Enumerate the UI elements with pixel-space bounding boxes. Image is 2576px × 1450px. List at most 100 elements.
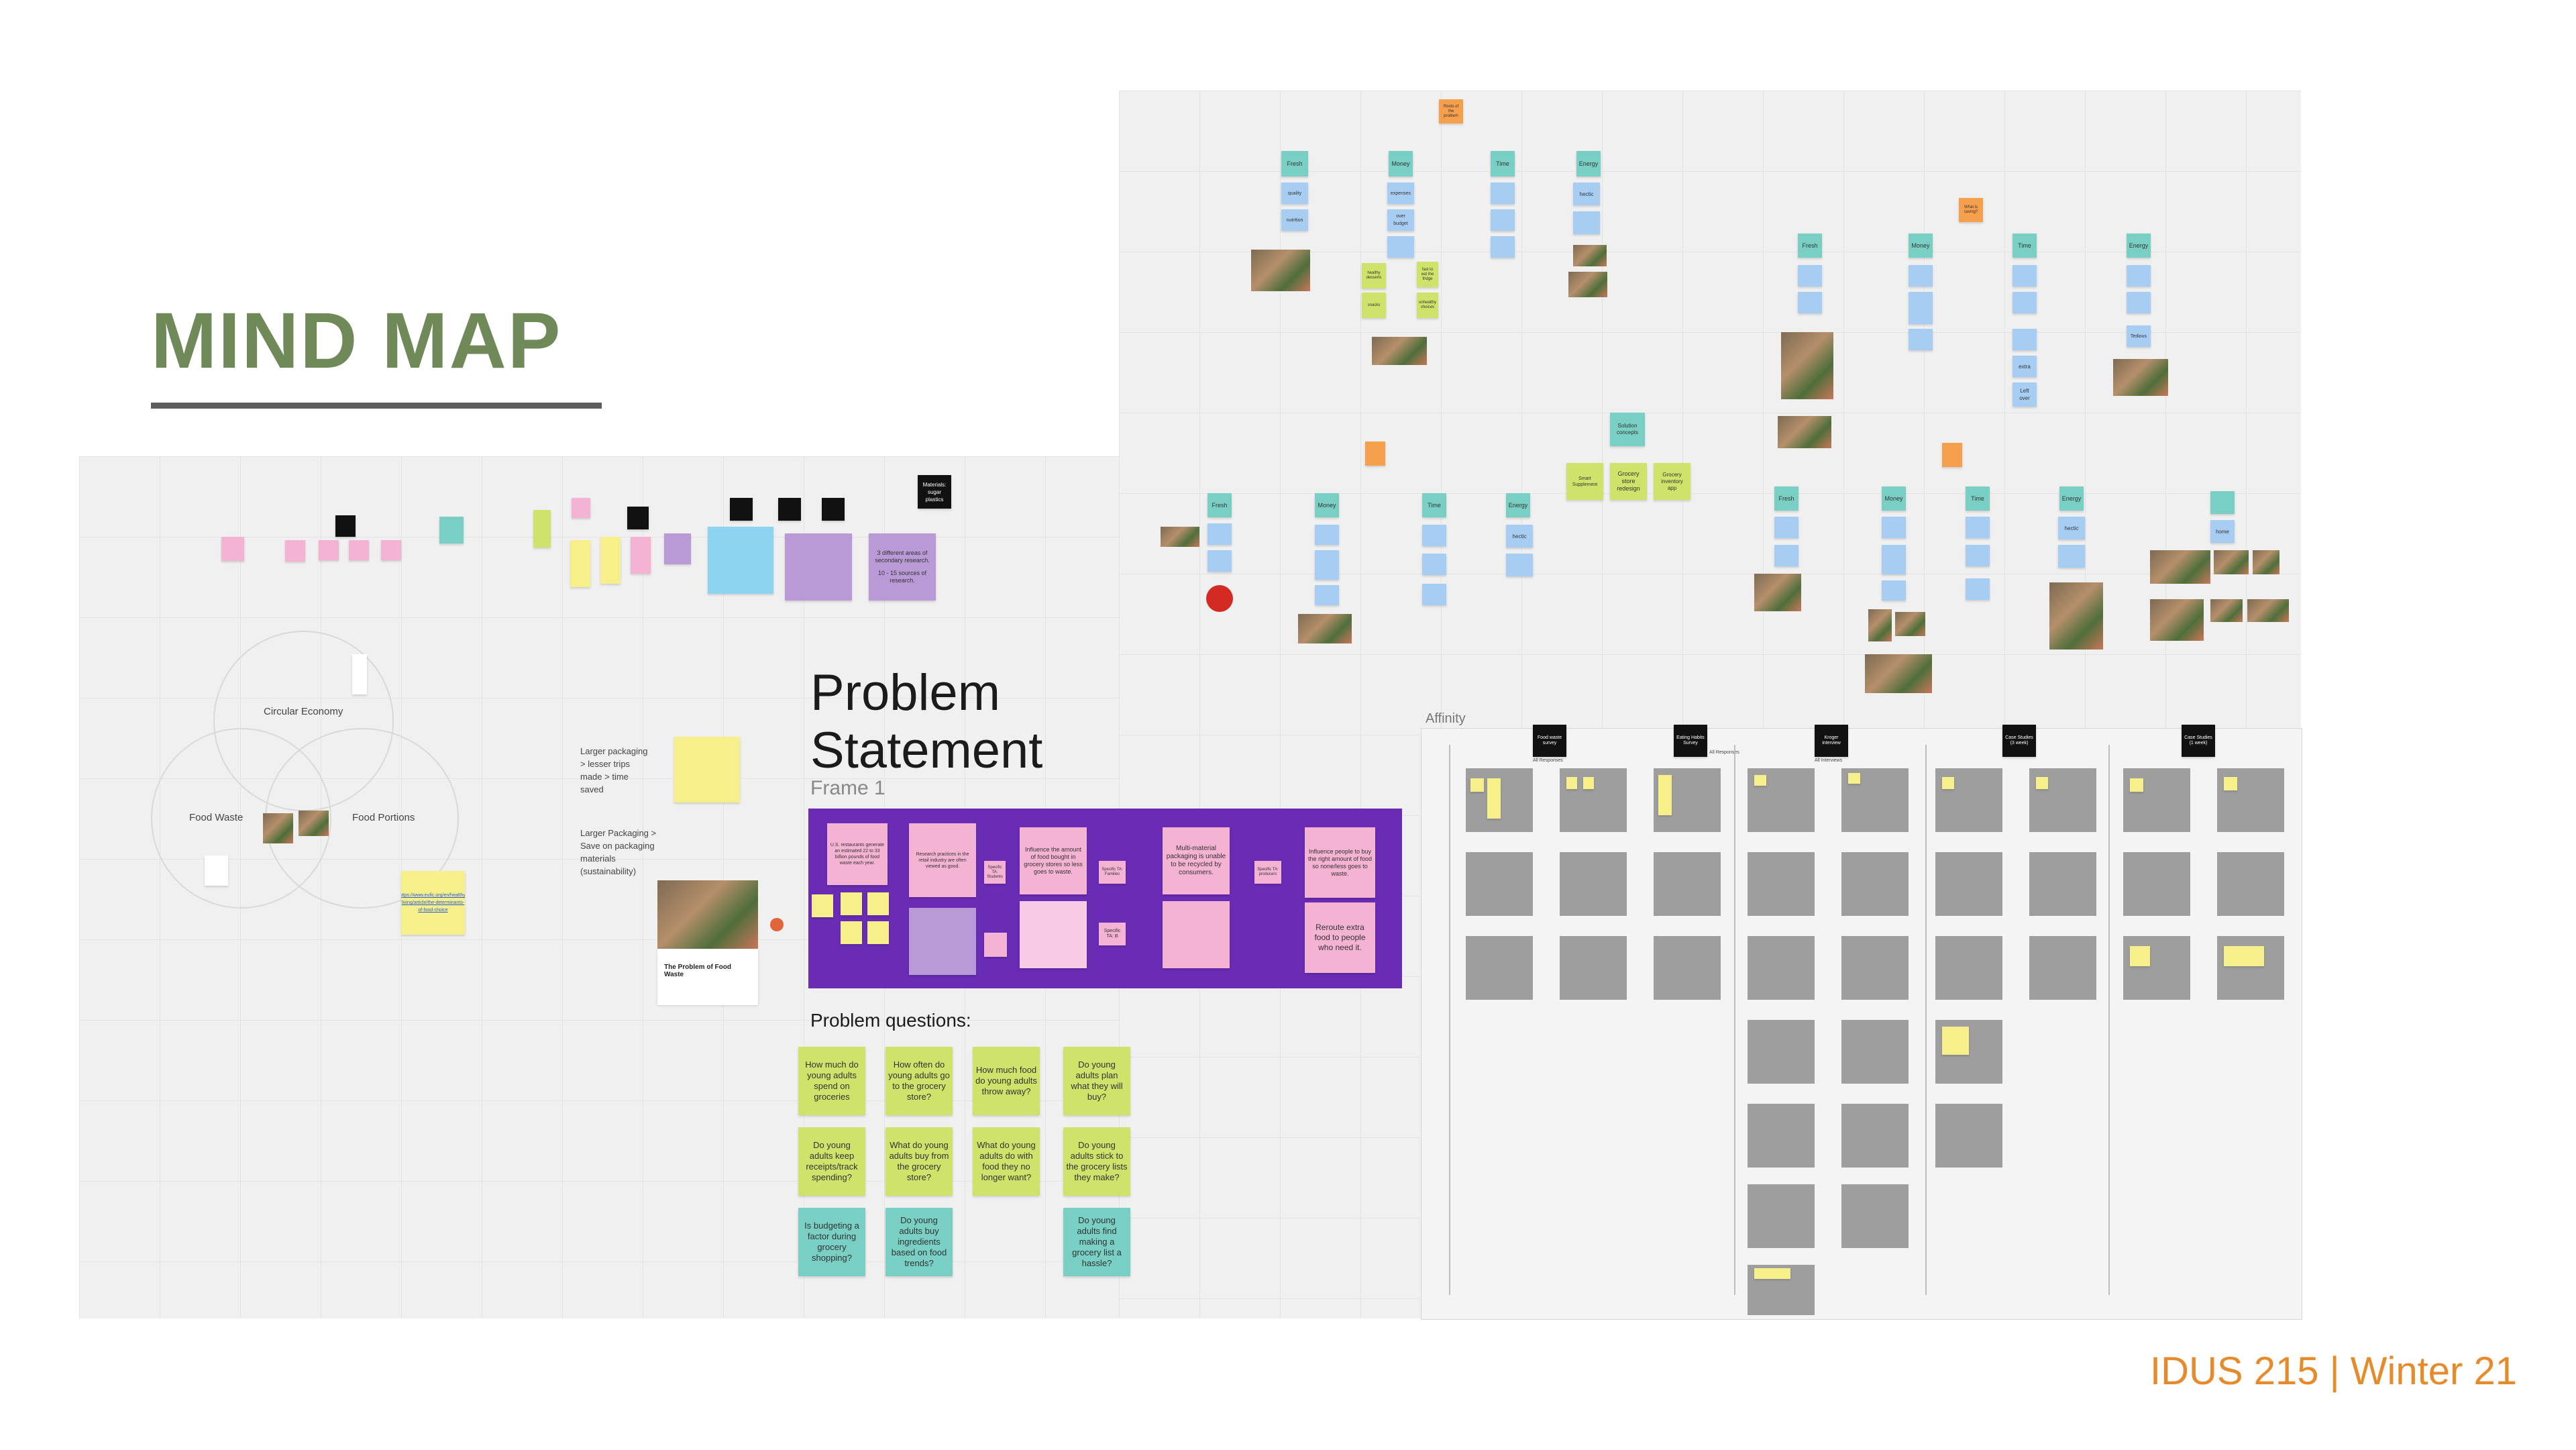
affinity-column-header[interactable]: Food waste survey [1533, 725, 1566, 757]
affinity-card[interactable] [1748, 1020, 1815, 1084]
affinity-card[interactable] [2217, 852, 2284, 916]
cluster-item[interactable]: hectic [1506, 525, 1533, 548]
cluster-item[interactable] [1966, 545, 1990, 566]
cluster-item[interactable] [1909, 329, 1933, 350]
cluster-item[interactable] [2012, 329, 2037, 350]
question-sticky[interactable]: How often do young adults go to the groc… [885, 1047, 953, 1115]
cluster-header[interactable]: Fresh [1798, 234, 1822, 258]
affinity-card[interactable] [2123, 852, 2190, 916]
cluster-item[interactable]: Tedious [2127, 325, 2151, 347]
affinity-sticky[interactable] [1942, 1027, 1969, 1055]
cluster-item[interactable]: over budget [1387, 209, 1414, 231]
image-thumbnail[interactable] [2253, 550, 2279, 574]
cluster-item[interactable] [1798, 265, 1822, 287]
sticky-note[interactable] [221, 537, 244, 561]
sticky-note[interactable] [319, 540, 339, 560]
cluster-item[interactable] [1966, 517, 1990, 538]
sticky-note[interactable] [708, 527, 773, 594]
affinity-sticky[interactable] [1754, 1268, 1790, 1279]
tag-note[interactable] [822, 498, 845, 521]
affinity-card[interactable] [1935, 1104, 2002, 1168]
sticky-note[interactable] [570, 540, 590, 587]
cluster-item[interactable] [1387, 236, 1414, 258]
frame-sticky[interactable] [984, 933, 1007, 957]
affinity-card[interactable] [1935, 852, 2002, 916]
question-sticky[interactable]: Do young adults keep receipts/track spen… [798, 1127, 865, 1196]
tag-note[interactable] [778, 498, 801, 521]
frame-1[interactable]: U.S. restaurants generate an estimated 2… [808, 809, 1402, 988]
cluster-item[interactable] [1882, 580, 1906, 601]
frame-sticky[interactable] [1020, 901, 1087, 968]
affinity-column-header[interactable]: Case Studies (3 week) [2002, 725, 2036, 757]
sticky-note[interactable]: unhealthy choices [1417, 293, 1438, 318]
frame-sticky[interactable]: Research practices in the retail industr… [909, 823, 976, 897]
sticky-note[interactable] [785, 533, 852, 601]
affinity-card[interactable] [1560, 852, 1627, 916]
sticky-note[interactable] [205, 856, 228, 886]
cluster-item[interactable] [1774, 517, 1799, 538]
cluster-item[interactable] [1422, 554, 1446, 575]
cluster-item[interactable] [2127, 265, 2151, 287]
affinity-card[interactable] [1841, 936, 1909, 1000]
affinity-card[interactable] [1841, 1184, 1909, 1248]
solution-concepts-header[interactable]: Solution concepts [1610, 413, 1645, 446]
affinity-sticky[interactable] [1754, 775, 1766, 786]
question-sticky[interactable]: What do young adults do with food they n… [973, 1127, 1040, 1196]
solution-sticky[interactable]: Smart Supplement [1566, 463, 1603, 500]
frame-sticky[interactable]: Influence people to buy the right amount… [1305, 827, 1375, 898]
sticky-note[interactable]: fast to eat the fridge [1417, 262, 1438, 287]
frame-sticky[interactable] [841, 892, 862, 915]
question-sticky[interactable]: Do young adults buy ingredients based on… [885, 1208, 953, 1276]
cluster-header[interactable]: Time [2012, 234, 2037, 258]
cluster-item[interactable] [1491, 209, 1515, 231]
frame-sticky[interactable]: Specific TA: Families [1099, 861, 1126, 884]
cluster-item[interactable]: home [2210, 520, 2235, 543]
frame-sticky[interactable] [909, 908, 976, 975]
sticky-note[interactable] [533, 510, 551, 548]
image-thumbnail[interactable] [1206, 585, 1233, 612]
affinity-sticky[interactable] [2130, 946, 2150, 966]
affinity-card[interactable] [2029, 936, 2096, 1000]
affinity-sticky[interactable] [2036, 777, 2048, 789]
image-thumbnail[interactable] [1568, 272, 1607, 297]
image-thumbnail[interactable] [1778, 416, 1831, 448]
sticky-note[interactable] [664, 533, 691, 564]
cluster-item[interactable] [1506, 554, 1533, 576]
cluster-item[interactable]: hectic [2058, 517, 2085, 539]
affinity-sticky[interactable] [2130, 778, 2143, 792]
cluster-item[interactable] [2012, 292, 2037, 313]
image-thumbnail[interactable] [1865, 654, 1932, 693]
cluster-item[interactable] [1315, 550, 1339, 580]
affinity-card[interactable] [1935, 936, 2002, 1000]
image-thumbnail[interactable] [1298, 614, 1352, 643]
cluster-item[interactable] [1774, 545, 1799, 566]
cluster-item[interactable]: Left over [2012, 382, 2037, 407]
cluster-item[interactable] [1573, 211, 1600, 234]
affinity-card[interactable] [1748, 852, 1815, 916]
affinity-card[interactable] [2029, 852, 2096, 916]
affinity-sticky[interactable] [1583, 777, 1594, 789]
cluster-item[interactable] [1422, 584, 1446, 605]
cluster-item[interactable] [1315, 525, 1339, 545]
cluster-item[interactable]: extra [2012, 356, 2037, 377]
affinity-card[interactable] [1466, 852, 1533, 916]
cluster-item[interactable] [1422, 525, 1446, 546]
frame-sticky[interactable] [867, 921, 889, 944]
frame-sticky[interactable] [867, 892, 889, 915]
frame-sticky[interactable]: Influence the amount of food bought in g… [1020, 827, 1087, 894]
sticky-note[interactable] [631, 537, 651, 574]
affinity-sticky[interactable] [1942, 777, 1954, 789]
cluster-header[interactable]: Fresh [1208, 493, 1232, 517]
cluster-header[interactable]: Money [1315, 493, 1339, 517]
cluster-item[interactable] [1798, 292, 1822, 313]
solution-sticky[interactable]: Grocery inventory app [1654, 463, 1690, 500]
frame-sticky[interactable] [841, 921, 862, 944]
tag-note[interactable] [335, 515, 356, 537]
link-card-image[interactable] [657, 880, 758, 949]
cluster-item[interactable]: quality [1281, 183, 1308, 204]
cluster-item[interactable] [1491, 236, 1515, 258]
question-sticky[interactable]: Do young adults find making a grocery li… [1063, 1208, 1130, 1276]
sticky-note[interactable] [572, 498, 590, 518]
cluster-item[interactable] [1208, 550, 1232, 572]
research-sticky[interactable]: 3 different areas of secondary research.… [869, 533, 936, 601]
